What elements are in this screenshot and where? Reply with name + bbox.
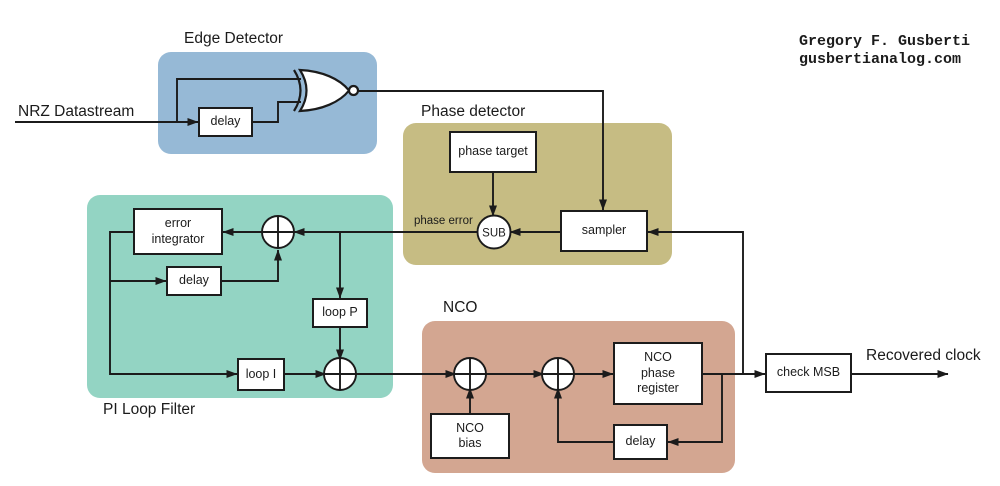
author-website: gusbertianalog.com [799, 50, 962, 68]
nco-feedback-adder-node [541, 357, 575, 391]
edge-detector-group [158, 52, 377, 154]
nco-bias-adder-node [453, 357, 487, 391]
nco-phase-register-box: NCO phase register [613, 342, 703, 405]
wire-gate-to-sampler [358, 90, 607, 211]
phase-detector-title: Phase detector [421, 103, 526, 120]
pi-output-adder-node [323, 357, 357, 391]
author-credit: Gregory F. Gusberti gusbertianalog.com [799, 33, 970, 68]
pi-adder-node [261, 215, 295, 249]
inversion-bubble-icon [347, 84, 360, 97]
wire-delay-to-adder1 [222, 249, 282, 282]
pi-loop-filter-title: PI Loop Filter [103, 401, 196, 418]
subtractor-node [476, 214, 512, 250]
wire-register-to-nco-delay [667, 374, 723, 446]
pi-delay-box: delay [166, 266, 222, 296]
wire-integrator-to-loop-i [109, 231, 238, 378]
nco-bias-box: NCO bias [430, 413, 510, 459]
edge-detector-title: Edge Detector [184, 30, 284, 47]
nco-delay-box: delay [613, 424, 668, 460]
nrz-input-label: NRZ Datastream [18, 103, 135, 120]
phase-error-label: phase error [414, 215, 473, 227]
wire-register-to-sampler-feedback [647, 228, 744, 374]
check-msb-box: check MSB [765, 353, 852, 393]
recovered-clock-label: Recovered clock [866, 347, 981, 364]
loop-p-box: loop P [312, 298, 368, 328]
edge-delay-box: delay [198, 107, 253, 137]
error-integrator-box: error integrator [133, 208, 223, 255]
xnor-gate-icon [293, 68, 360, 113]
phase-target-box: phase target [449, 131, 537, 173]
loop-i-box: loop I [237, 358, 285, 391]
author-name: Gregory F. Gusberti [799, 33, 971, 50]
wire-nco-delay-to-adder2 [554, 387, 613, 443]
nco-title: NCO [443, 299, 478, 316]
wire-nrz-branch-to-gate-top [176, 78, 301, 122]
wire-delay-to-gate-bottom [253, 101, 301, 123]
subtractor-label: SUB [482, 228, 506, 240]
sampler-box: sampler [560, 210, 648, 252]
